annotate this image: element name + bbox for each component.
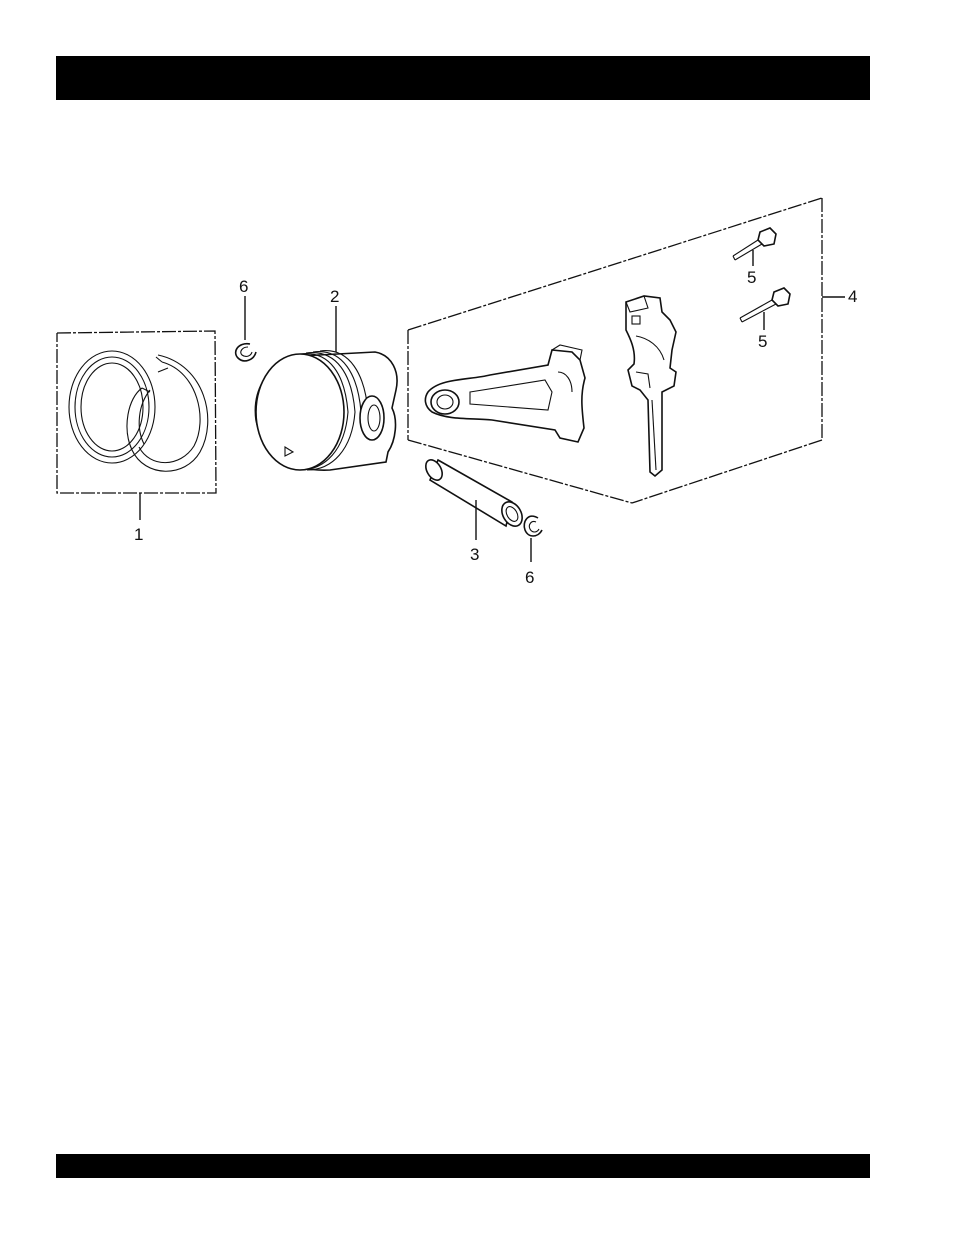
- callout-2: 2: [330, 287, 339, 306]
- piston: [255, 351, 397, 471]
- connecting-rod: [425, 345, 585, 442]
- callout-6-lower: 6: [525, 568, 534, 587]
- callout-5-lower: 5: [758, 332, 767, 351]
- piston-pin-clip-lower: [524, 516, 542, 536]
- callout-6-upper: 6: [239, 277, 248, 296]
- rod-bolt-upper: [733, 228, 776, 260]
- connecting-rod-assy-outline: [408, 198, 845, 503]
- rod-bolt-lower: [740, 288, 790, 322]
- footer-bar: [56, 1154, 870, 1178]
- piston-pin: [422, 457, 526, 530]
- piston-ring-set: [57, 331, 216, 493]
- callout-5-upper: 5: [747, 268, 756, 287]
- piston-pin-clip-upper: [236, 344, 256, 361]
- callout-1: 1: [134, 525, 143, 544]
- callout-4: 4: [848, 287, 857, 306]
- exploded-parts-diagram: 1 6 2 4: [0, 0, 954, 700]
- connecting-rod-cap: [626, 296, 676, 476]
- callout-3: 3: [470, 545, 479, 564]
